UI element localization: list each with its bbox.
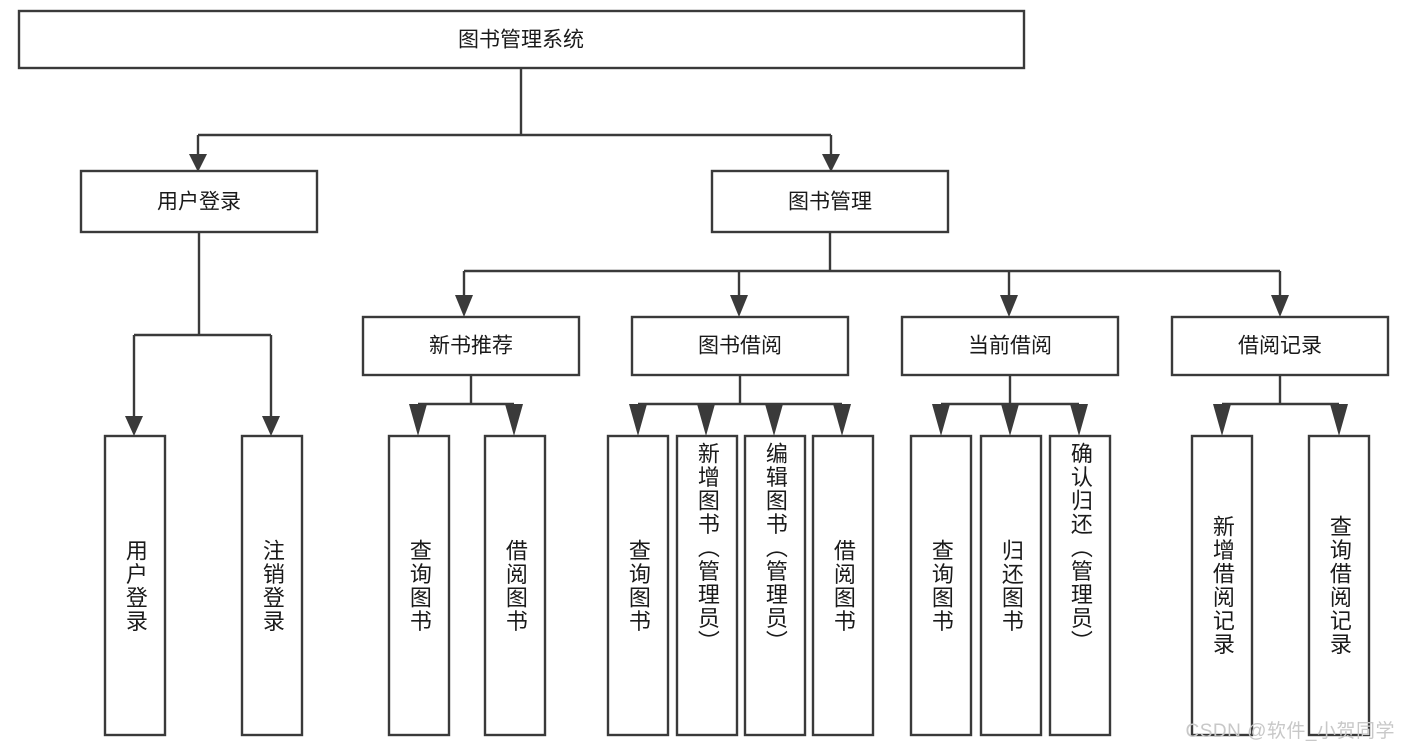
edge-root-to-level2 <box>189 68 840 172</box>
leaf-box-query-book-1[interactable] <box>387 434 451 737</box>
node-user-login[interactable]: 用户登录 <box>79 169 319 234</box>
node-new-book-recommend[interactable]: 新书推荐 <box>361 315 581 377</box>
leaf-box-add-record[interactable] <box>1190 434 1254 737</box>
node-book-borrow[interactable]: 图书借阅 <box>630 315 850 377</box>
leaf-box-borrow-book-2[interactable] <box>811 434 875 737</box>
leaf-box-query-record[interactable] <box>1307 434 1371 737</box>
user-login-box <box>79 169 319 234</box>
borrow-record-label: 借阅记录 <box>1238 335 1322 358</box>
leaf-box-confirm-return[interactable] <box>1048 434 1112 737</box>
book-manage-label: 图书管理 <box>788 191 872 214</box>
root-box <box>17 9 1026 70</box>
current-borrow-label: 当前借阅 <box>968 335 1052 358</box>
leaf-box-query-book-3[interactable] <box>909 434 973 737</box>
edge-user-login-to-leaves <box>125 232 280 436</box>
leaf-box-logout-login[interactable] <box>240 434 304 737</box>
leaf-box-add-book[interactable] <box>675 434 739 737</box>
edge-borrow-record-to-leaves <box>1213 375 1348 436</box>
new-book-recommend-box <box>361 315 581 377</box>
node-root[interactable]: 图书管理系统 <box>17 9 1026 70</box>
csdn-watermark: CSDN @软件_小贺同学 <box>1185 721 1395 742</box>
edge-new-book-recommend-to-leaves <box>409 375 523 436</box>
leaf-box-borrow-book-1[interactable] <box>483 434 547 737</box>
current-borrow-box <box>900 315 1120 377</box>
new-book-recommend-label: 新书推荐 <box>429 335 513 358</box>
user-login-label: 用户登录 <box>157 191 241 214</box>
leaf-box-user-login[interactable] <box>103 434 167 737</box>
node-current-borrow[interactable]: 当前借阅 <box>900 315 1120 377</box>
node-borrow-record[interactable]: 借阅记录 <box>1170 315 1390 377</box>
leaf-box-return-book[interactable] <box>979 434 1043 737</box>
edge-book-manage-to-level3 <box>455 232 1289 317</box>
root-label: 图书管理系统 <box>458 29 584 52</box>
leaf-box-query-book-2[interactable] <box>606 434 670 737</box>
book-borrow-label: 图书借阅 <box>698 335 782 358</box>
leaf-box-edit-book[interactable] <box>743 434 807 737</box>
edge-book-borrow-to-leaves <box>629 375 851 436</box>
edge-current-borrow-to-leaves <box>932 375 1088 436</box>
node-book-manage[interactable]: 图书管理 <box>710 169 950 234</box>
